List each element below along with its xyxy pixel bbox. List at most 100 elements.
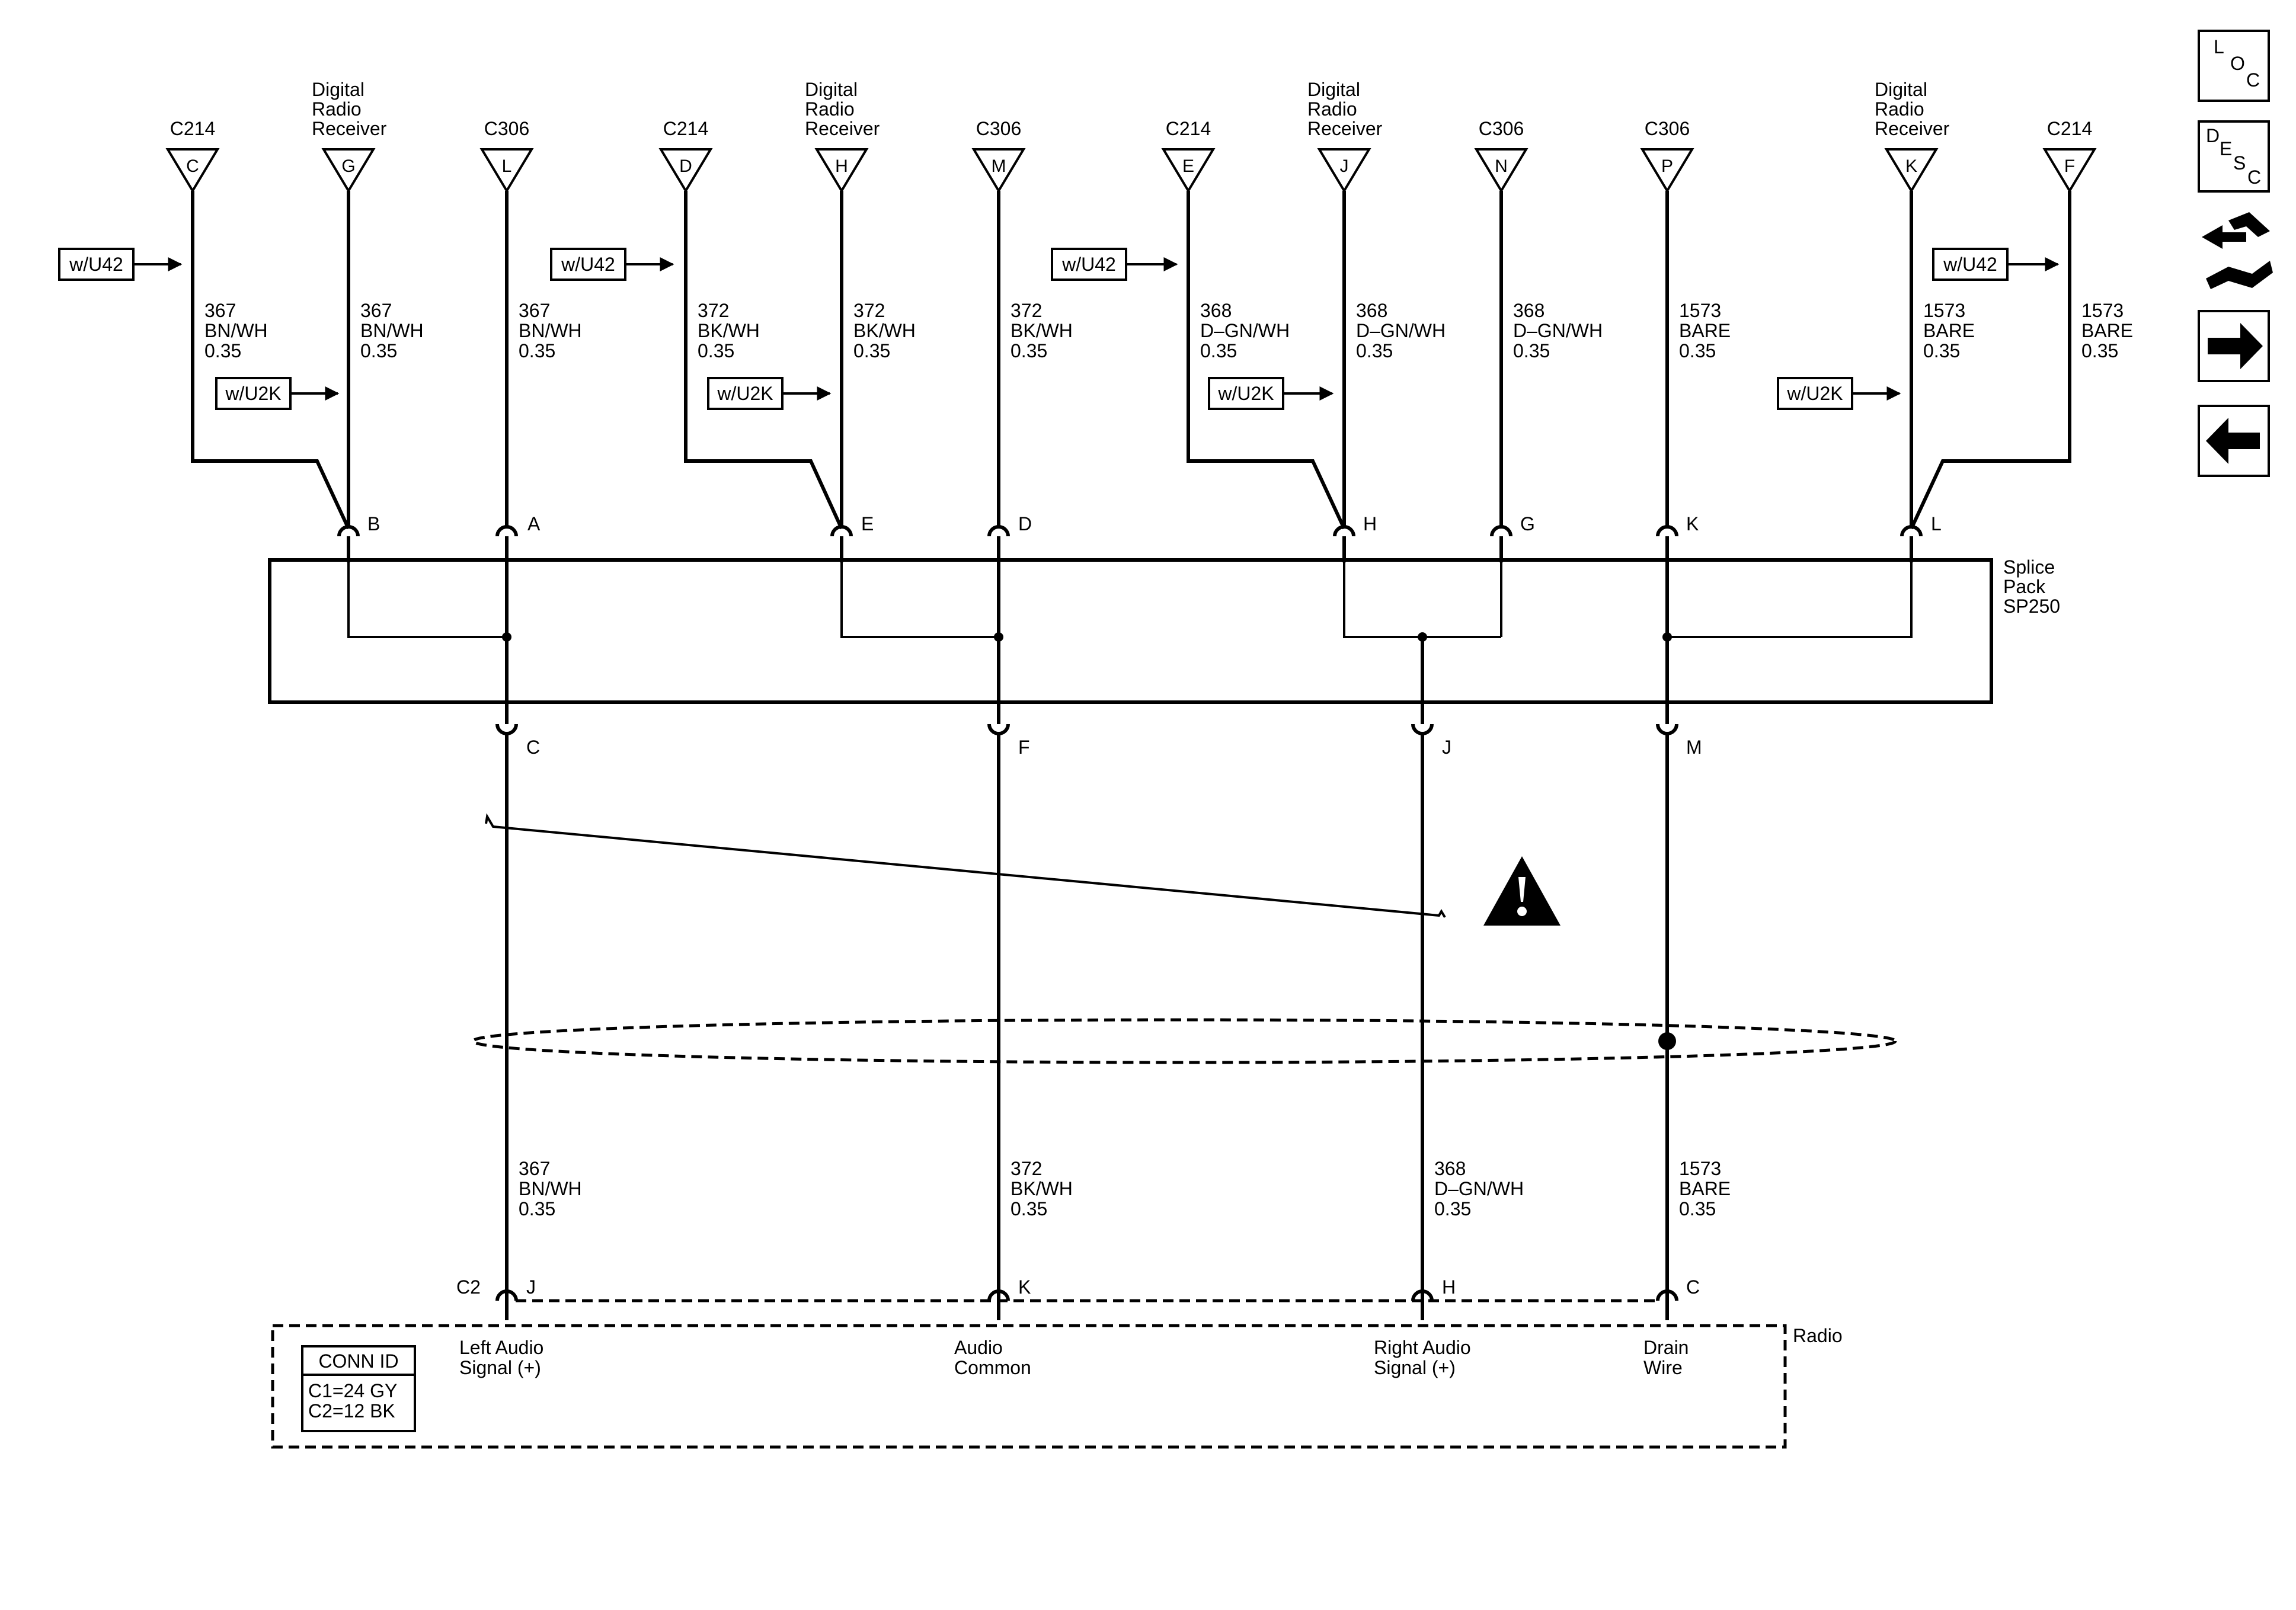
splice-junction bbox=[1658, 1032, 1676, 1050]
wire-label: 0.35 bbox=[204, 340, 241, 361]
wire-label: 0.35 bbox=[1923, 340, 1960, 361]
pin-contact bbox=[1656, 525, 1678, 537]
arrow-left-icon[interactable] bbox=[2198, 405, 2270, 477]
splice-pack-label: SP250 bbox=[2003, 596, 2060, 617]
option-label: w/U42 bbox=[69, 254, 123, 275]
pin-label: J bbox=[1442, 737, 1451, 758]
connector-triangle bbox=[658, 148, 713, 193]
loc-button[interactable]: LOC bbox=[2198, 30, 2270, 102]
connector-triangle bbox=[321, 148, 376, 193]
arrow-right-icon[interactable] bbox=[2198, 310, 2270, 382]
pin-label: G bbox=[1520, 513, 1535, 534]
pin-function-label: Left Audio bbox=[459, 1337, 543, 1358]
wire-label: 367 bbox=[519, 1158, 550, 1179]
pin-label: H bbox=[1442, 1276, 1456, 1298]
splice-bus bbox=[1667, 562, 1913, 638]
wire-label: 0.35 bbox=[360, 340, 397, 361]
wire-label: D–GN/WH bbox=[1200, 320, 1290, 341]
pin-contact bbox=[987, 724, 1010, 735]
pin-label: E bbox=[861, 513, 874, 534]
wire-label: 0.35 bbox=[853, 340, 890, 361]
pin-label: K bbox=[1018, 1276, 1031, 1298]
connector-name: Radio bbox=[312, 98, 362, 120]
connector-pin-label: M bbox=[992, 156, 1006, 176]
pin-label: D bbox=[1018, 513, 1032, 534]
desc-letter: E bbox=[2220, 138, 2232, 159]
pin-label: C bbox=[526, 737, 540, 758]
wire-label: D–GN/WH bbox=[1434, 1178, 1524, 1199]
wire-label: 1573 bbox=[1923, 300, 1965, 321]
loc-letter: C bbox=[2246, 69, 2260, 91]
pin-function-label: Right Audio bbox=[1374, 1337, 1471, 1358]
wire-label: BN/WH bbox=[519, 320, 582, 341]
wire-label: BARE bbox=[1679, 1178, 1731, 1199]
connector-pin-label: P bbox=[1661, 156, 1673, 176]
twisted-pair-mark bbox=[485, 813, 1446, 918]
connector-triangle bbox=[814, 148, 869, 193]
connector-triangle bbox=[2042, 148, 2097, 193]
wire-label: BN/WH bbox=[360, 320, 424, 341]
option-label: w/U42 bbox=[1943, 254, 1997, 275]
wire-label: BK/WH bbox=[1011, 1178, 1073, 1199]
wire-label: 368 bbox=[1513, 300, 1544, 321]
wire-label: 0.35 bbox=[1011, 1198, 1047, 1219]
wire-label: BK/WH bbox=[698, 320, 760, 341]
wire-label: BN/WH bbox=[204, 320, 268, 341]
pin-contact bbox=[1333, 525, 1355, 537]
wire-label: 0.35 bbox=[698, 340, 734, 361]
loc-letter: O bbox=[2230, 53, 2245, 74]
top-connectors: CC214GDigitalRadioReceiverLC306DC214HDig… bbox=[58, 79, 2133, 410]
pin-label: J bbox=[526, 1276, 536, 1298]
wires bbox=[191, 191, 2071, 530]
wire-label: 368 bbox=[1434, 1158, 1466, 1179]
connector-name: C306 bbox=[484, 118, 530, 139]
wire-label: 0.35 bbox=[1679, 1198, 1716, 1219]
connector-triangle bbox=[479, 148, 534, 193]
wire-label: 1573 bbox=[1679, 1158, 1721, 1179]
pin-contact bbox=[1490, 525, 1512, 537]
splice-pack-box bbox=[268, 558, 1993, 704]
conn-id-title: CONN ID bbox=[318, 1350, 398, 1372]
connector-pin-label: F bbox=[2064, 156, 2075, 176]
option-label: w/U2K bbox=[225, 383, 281, 404]
conn-id-line: C2=12 BK bbox=[308, 1400, 395, 1422]
option-label: w/U42 bbox=[561, 254, 615, 275]
radio-label: Radio bbox=[1793, 1325, 1843, 1346]
wire-label: BARE bbox=[2081, 320, 2133, 341]
wire-label: 372 bbox=[1011, 1158, 1042, 1179]
connector-triangle bbox=[165, 148, 220, 193]
pin-contact bbox=[830, 525, 853, 537]
connector-pin-label: L bbox=[502, 156, 512, 176]
connector-name: Radio bbox=[805, 98, 855, 120]
connector-name: Receiver bbox=[1307, 118, 1383, 139]
connector-triangle bbox=[971, 148, 1026, 193]
connector-name: C306 bbox=[976, 118, 1022, 139]
wire-label: 368 bbox=[1200, 300, 1232, 321]
radio-box bbox=[271, 1324, 1787, 1449]
wire-label: 372 bbox=[853, 300, 885, 321]
pin-function-label: Common bbox=[954, 1357, 1031, 1378]
connector-pin-label: C bbox=[186, 156, 199, 176]
pin-label: C bbox=[1686, 1276, 1700, 1298]
wire-label: 372 bbox=[698, 300, 729, 321]
connector-pin-label: D bbox=[679, 156, 692, 176]
pin-contact bbox=[1656, 724, 1678, 735]
connector-name: Digital bbox=[312, 79, 364, 100]
connector-name: Receiver bbox=[312, 118, 387, 139]
connector-name: Digital bbox=[1307, 79, 1360, 100]
wire-label: 0.35 bbox=[519, 340, 555, 361]
connector-name: C214 bbox=[170, 118, 216, 139]
desc-letter: D bbox=[2206, 125, 2220, 146]
shield-ellipse bbox=[471, 1018, 1897, 1064]
wire bbox=[1910, 191, 2071, 530]
wire-label: 0.35 bbox=[1356, 340, 1393, 361]
connector-swap-icon[interactable] bbox=[2202, 212, 2273, 289]
pin-contact bbox=[495, 724, 518, 735]
connector-triangle bbox=[1884, 148, 1939, 193]
option-label: w/U42 bbox=[1061, 254, 1116, 275]
connector-name: Digital bbox=[805, 79, 858, 100]
